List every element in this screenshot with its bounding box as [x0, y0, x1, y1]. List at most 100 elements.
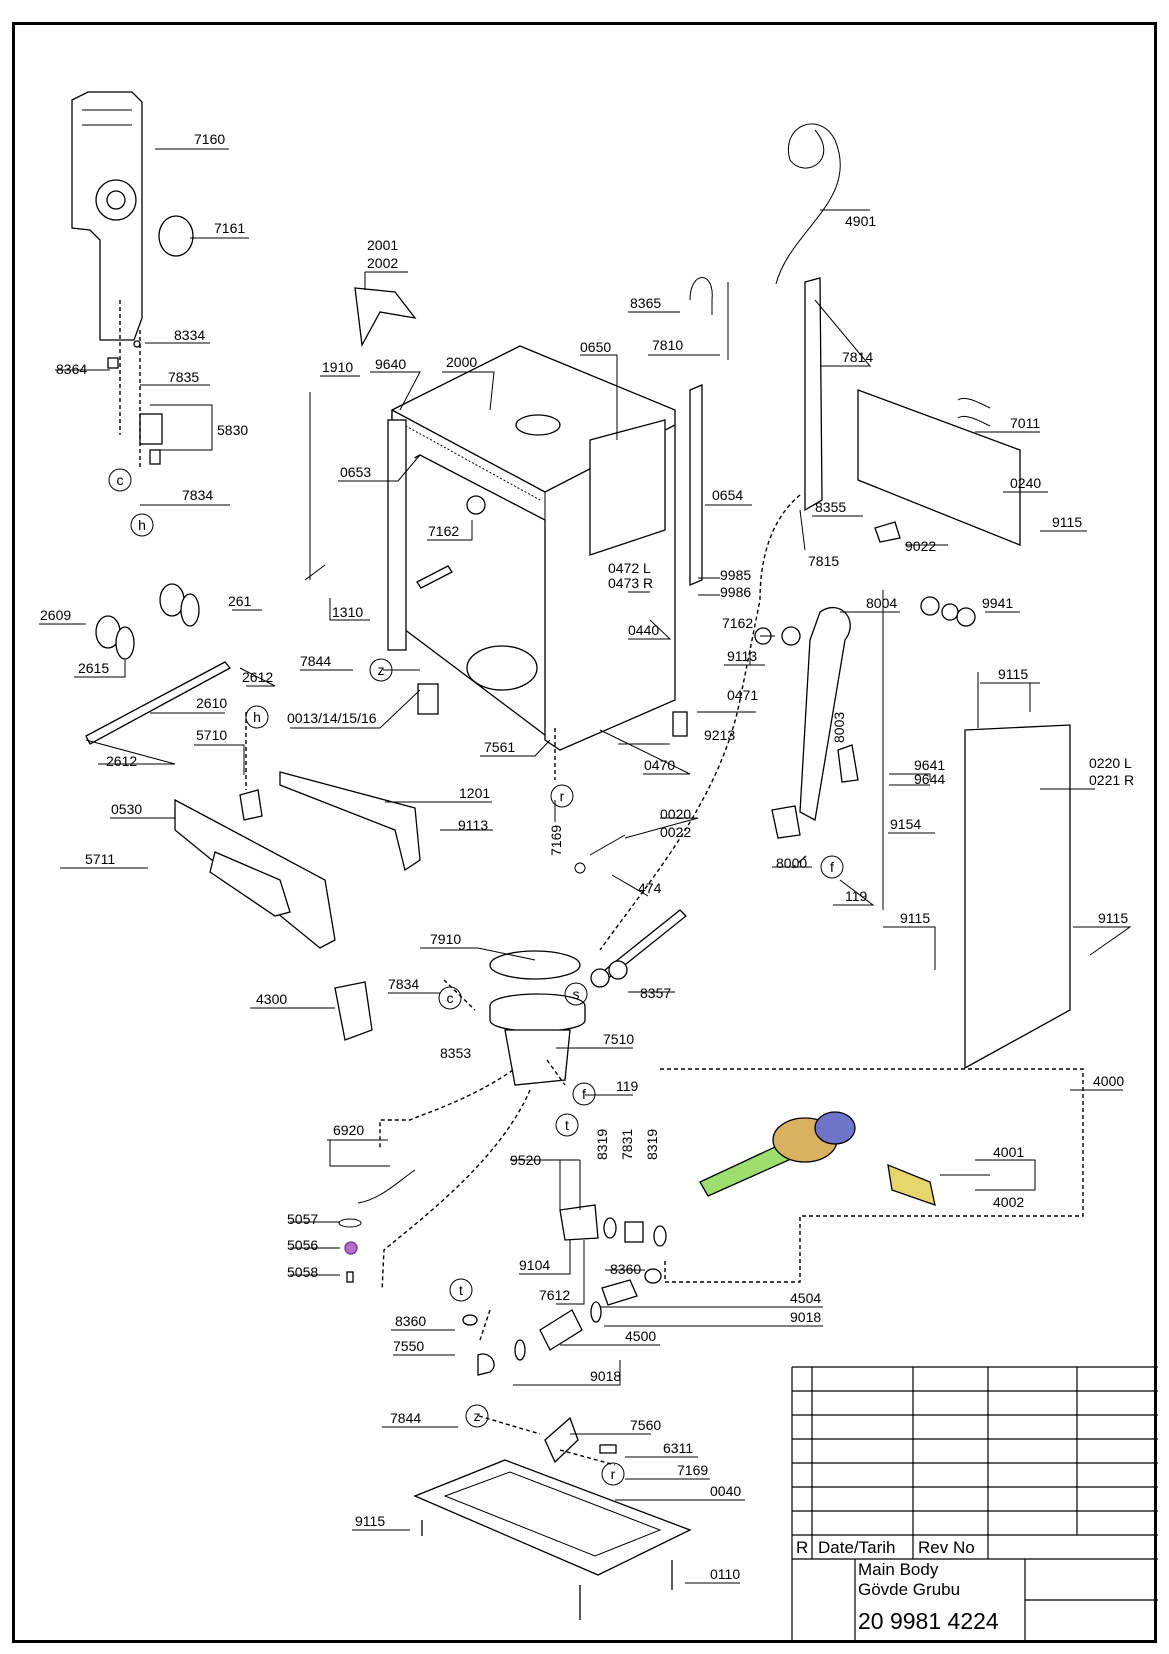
part-number: 0650 — [580, 339, 611, 355]
hinge-right — [672, 711, 688, 737]
part-number: 6920 — [333, 1122, 364, 1138]
part-number: 9115 — [900, 910, 930, 926]
clamp-8319a — [603, 1217, 617, 1239]
part-number: 9986 — [720, 584, 751, 600]
ref-circle-s: s — [564, 982, 588, 1006]
valve-5056 — [344, 1241, 358, 1255]
part-number: 9113 — [458, 817, 488, 833]
part-number: 0470 — [644, 757, 675, 773]
hose-4504 — [601, 1279, 638, 1306]
svg-text:c: c — [447, 990, 454, 1006]
part-number: 7161 — [214, 220, 245, 236]
strip-2610 — [85, 661, 232, 745]
part-number: 0530 — [111, 801, 142, 817]
part-number: 5711 — [85, 851, 115, 867]
revision-column-header: R — [796, 1538, 809, 1557]
panel-2615 — [115, 626, 135, 660]
part-number: 8000 — [776, 855, 807, 871]
part-number: 0220 L — [1089, 755, 1132, 771]
ring-7162c — [781, 626, 801, 646]
valve-5830 — [139, 413, 163, 465]
part-number: 7834 — [182, 487, 213, 503]
part-number: 2609 — [40, 607, 71, 623]
part-number: 0020 — [660, 806, 691, 822]
part-number: 8365 — [630, 295, 661, 311]
part-number: 261 — [228, 593, 252, 609]
nut-9941a — [920, 596, 940, 616]
part-number: 2002 — [367, 255, 398, 271]
part-number: 2615 — [78, 660, 109, 676]
part-number: 2610 — [196, 695, 227, 711]
date-column-header: Date/Tarih — [818, 1538, 896, 1557]
part-number: 8003 — [831, 712, 847, 743]
arm-7814 — [804, 277, 823, 512]
sensor-4001 — [887, 1163, 936, 1206]
panel-261b — [180, 593, 200, 627]
drawing-title-tr: Gövde Grubu — [858, 1580, 961, 1599]
ring-8357a — [590, 968, 610, 988]
diverter-8000 — [771, 805, 801, 839]
part-number: 9985 — [720, 567, 751, 583]
part-number: 8360 — [610, 1261, 641, 1277]
part-number: 0653 — [340, 464, 371, 480]
part-number: 4901 — [845, 213, 876, 229]
part-number: 2000 — [446, 354, 477, 370]
filter-mesh-0650 — [589, 419, 666, 556]
part-number: 5710 — [196, 727, 227, 743]
hose-1910 — [304, 392, 326, 581]
ref-circle-r: r — [601, 1462, 625, 1486]
ref-circle-f: f — [820, 855, 844, 879]
ref-circle-z: z — [369, 658, 393, 682]
part-number: 5057 — [287, 1211, 318, 1227]
elbow-7550 — [477, 1353, 495, 1376]
base-tray-0040 — [413, 1459, 692, 1576]
switch-6311 — [599, 1444, 617, 1454]
part-number: 4000 — [1093, 1073, 1124, 1089]
clip-7011 — [957, 397, 991, 427]
part-number: 0472 L — [608, 560, 651, 576]
heater-pump-4000 — [699, 1111, 856, 1197]
part-number: 9520 — [510, 1152, 541, 1168]
dashed-paths — [119, 300, 1084, 1466]
part-number: 0110 — [710, 1566, 740, 1582]
part-number: 2001 — [367, 237, 398, 253]
svg-text:f: f — [582, 1086, 586, 1102]
part-number: 474 — [638, 880, 662, 896]
clip-1310 — [416, 565, 453, 589]
cable-4901 — [775, 123, 841, 285]
clamp-8360a — [462, 1314, 478, 1326]
part-number: 119 — [845, 888, 868, 904]
part-number: 0471 — [727, 687, 758, 703]
part-number: 9115 — [355, 1513, 385, 1529]
part-number: 0473 R — [608, 575, 653, 591]
part-number: 0440 — [628, 622, 659, 638]
hose-6920 — [357, 1169, 416, 1204]
ref-circle-f: f — [572, 1082, 596, 1106]
ring-9941c — [956, 607, 976, 627]
handle-recess — [209, 851, 291, 917]
wire-0020 — [589, 834, 626, 856]
part-number: 4300 — [256, 991, 287, 1007]
switch-5710 — [239, 789, 263, 821]
svg-text:h: h — [138, 517, 146, 533]
drawing-number: 20 9981 4224 — [858, 1608, 999, 1634]
part-number: 7560 — [630, 1417, 661, 1433]
part-number: 7844 — [390, 1410, 421, 1426]
hinge-0013 — [417, 683, 439, 715]
clip-5058 — [346, 1271, 354, 1283]
part-number: 7561 — [484, 739, 515, 755]
ring-9941b — [941, 603, 959, 621]
hose-7831 — [624, 1221, 644, 1243]
bracket-1201 — [279, 771, 421, 872]
part-number: 1310 — [332, 604, 363, 620]
clamp-9018b — [514, 1339, 526, 1361]
insulation-0654 — [689, 384, 703, 586]
part-number: 9018 — [590, 1368, 621, 1384]
part-number: 7160 — [194, 131, 225, 147]
pipe-4500 — [539, 1309, 583, 1351]
ref-circle-c: c — [438, 986, 462, 1010]
part-number: 4001 — [993, 1144, 1024, 1160]
svg-text:r: r — [611, 1466, 616, 1482]
title-block-grid — [791, 1366, 1158, 1643]
valve-9520 — [559, 1204, 599, 1241]
